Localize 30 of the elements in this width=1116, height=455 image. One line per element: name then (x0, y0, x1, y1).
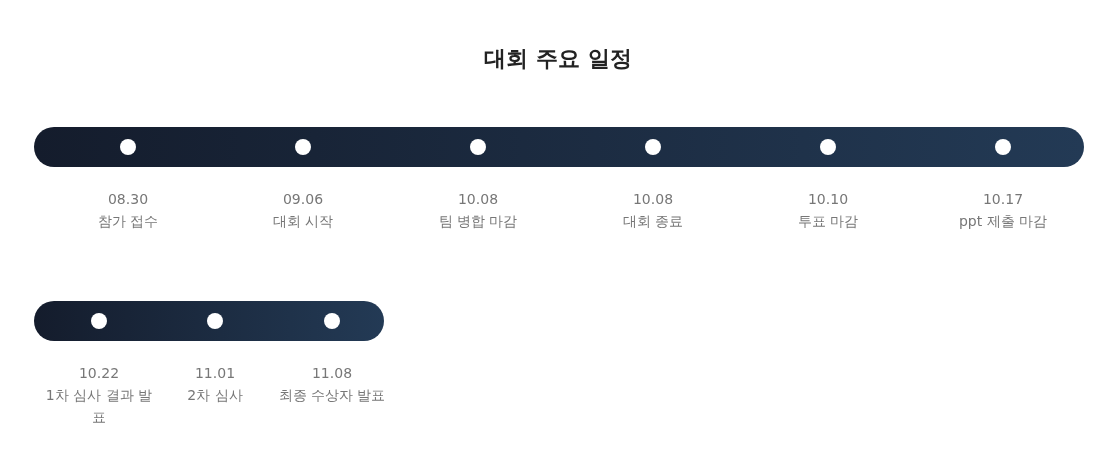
date-text: 10.10 (807, 190, 849, 209)
date-text: 11.08 (311, 364, 353, 383)
date-text: 09.06 (282, 190, 324, 209)
milestone-dot (295, 139, 311, 155)
milestone-label: 2차 심사 (187, 386, 243, 405)
milestone-label: 투표 마감 (797, 212, 859, 231)
milestone-dot (207, 313, 223, 329)
milestone-label: 1차 심사 결과 발표 (44, 386, 154, 427)
date-text: 10.08 (632, 190, 674, 209)
milestone-dot (91, 313, 107, 329)
milestone-label: 대회 시작 (272, 212, 334, 231)
timeline-bar (34, 301, 384, 341)
date-text: 10.22 (78, 364, 120, 383)
milestone-label: 팀 병합 마감 (438, 212, 518, 231)
milestone-label: 참가 접수 (97, 212, 159, 231)
date-text: 10.08 (457, 190, 499, 209)
milestone-dot (470, 139, 486, 155)
date-text: 10.17 (982, 190, 1024, 209)
diagram-title: 대회 주요 일정 (483, 45, 633, 73)
milestone-dot (324, 313, 340, 329)
milestone-label: 대회 종료 (622, 212, 684, 231)
date-text: 08.30 (107, 190, 149, 209)
milestone-label: 최종 수상자 발표 (278, 386, 386, 405)
milestone-dot (820, 139, 836, 155)
milestone-dot (645, 139, 661, 155)
timeline-bar (34, 127, 1084, 167)
milestone-dot (995, 139, 1011, 155)
date-text: 11.01 (194, 364, 236, 383)
milestone-dot (120, 139, 136, 155)
milestone-label: ppt 제출 마감 (958, 212, 1048, 231)
